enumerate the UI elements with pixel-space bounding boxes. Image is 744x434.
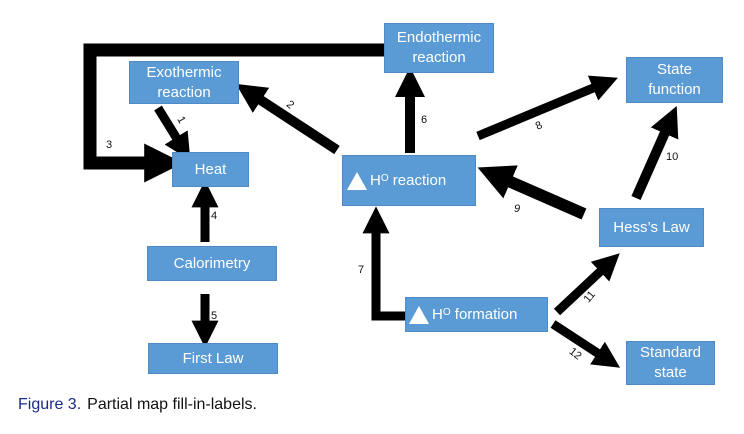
node-label: Heat	[194, 160, 227, 178]
edge-label-3: 3	[106, 139, 113, 151]
edge-1-arrow	[154, 105, 191, 161]
node-label-line2: reaction	[157, 83, 211, 101]
edge-label-5: 5	[211, 310, 218, 322]
node-label-superscript: O	[380, 172, 389, 184]
node-label-base: H	[432, 305, 443, 323]
node-hess-law[interactable]: Hess’s Law	[599, 208, 704, 247]
node-label-line1: Endothermic	[396, 29, 482, 46]
edge-9-arrow	[477, 165, 587, 220]
node-label-line1: Exothermic	[146, 63, 222, 81]
node-calorimetry[interactable]: Calorimetry	[147, 246, 277, 281]
edge-10-arrow	[631, 106, 679, 201]
node-label-line2: reaction	[412, 49, 466, 66]
node-label-line1: Standard	[640, 344, 701, 361]
edge-8-arrow	[476, 75, 618, 141]
edge-3-arrow	[83, 43, 384, 183]
edge-label-9: 9	[514, 203, 521, 215]
node-label: First Law	[182, 349, 244, 367]
figure-caption-text: Partial map fill-in-labels.	[87, 396, 257, 413]
edge-label-10: 10	[666, 151, 679, 163]
triangle-delta-icon	[409, 305, 429, 324]
figure-label: Figure 3.	[18, 396, 82, 413]
figure-caption: Figure 3. Partial map fill-in-labels.	[18, 396, 257, 414]
node-heat[interactable]: Heat	[172, 152, 249, 187]
edge-7-arrow	[362, 206, 405, 321]
node-endothermic-reaction[interactable]: Endothermic reaction	[384, 23, 494, 73]
node-label-line2: function	[648, 81, 701, 98]
node-label-rest: reaction	[388, 171, 447, 189]
node-label-line2: state	[654, 364, 687, 381]
edge-11-arrow	[553, 253, 620, 316]
node-exothermic-reaction[interactable]: Exothermic reaction	[129, 61, 239, 104]
node-state-function[interactable]: State function	[626, 57, 723, 103]
edge-label-7: 7	[358, 264, 365, 276]
node-label-base: H	[370, 171, 381, 189]
edge-12-arrow	[550, 320, 621, 368]
node-first-law[interactable]: First Law	[148, 343, 278, 374]
edge-2-arrow	[235, 83, 340, 155]
edge-label-4: 4	[211, 210, 218, 222]
node-label-rest: formation	[450, 305, 518, 323]
node-label: Calorimetry	[173, 254, 251, 272]
node-label-superscript: O	[442, 306, 451, 318]
node-standard-state[interactable]: Standard state	[626, 341, 715, 385]
node-label: Hess’s Law	[613, 218, 690, 236]
edge-label-6: 6	[421, 114, 428, 126]
triangle-delta-icon	[347, 171, 367, 190]
node-label-line1: State	[656, 61, 693, 78]
